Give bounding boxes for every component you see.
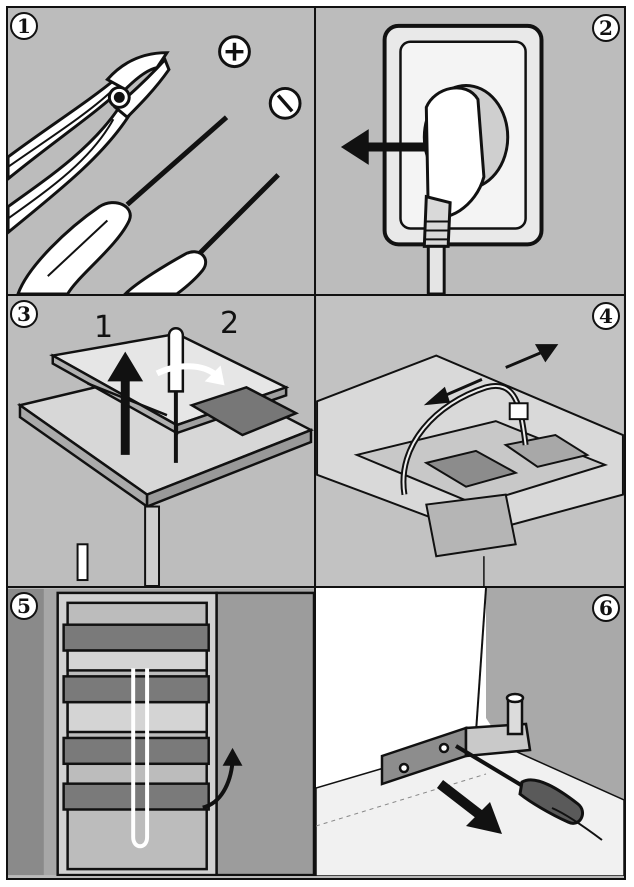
phillips-screwdriver-icon: [16, 115, 229, 294]
substep-label-1: 1: [94, 310, 114, 345]
hinge-cover-icon: [316, 354, 624, 558]
bottom-hinge-illustration: [316, 588, 624, 876]
flathead-symbol-icon: [268, 86, 302, 120]
screwdriver-icon: [167, 327, 185, 463]
rotate-arrow-icon: [155, 363, 225, 386]
hinge-plate-icon: [17, 332, 314, 509]
flathead-screwdriver-icon: [123, 173, 280, 294]
step-4-number: 4: [592, 302, 620, 330]
pliers-icon: [8, 51, 171, 235]
unplug-illustration: [317, 8, 623, 294]
hinge-cover-slide-illustration: [316, 296, 624, 586]
step-1-number: 1: [10, 12, 38, 40]
hinge-cover-removal-illustration: [8, 296, 314, 586]
arrow-up-icon: [107, 351, 144, 455]
step-4-panel: 4: [316, 296, 624, 588]
step-6-panel: 6: [316, 588, 624, 876]
door-shelves-illustration: [8, 588, 314, 876]
bottom-hinge-icon: [380, 692, 532, 786]
step-6-number: 6: [592, 594, 620, 622]
arrow-left-icon: [340, 129, 427, 165]
step-3-panel: 3 1 2: [8, 296, 316, 588]
step-3-number: 3: [10, 300, 38, 328]
plug-icon: [422, 86, 486, 294]
step-5-number: 5: [10, 592, 38, 620]
double-arrow-icon: [423, 344, 559, 406]
arrow-down-right-icon: [436, 780, 502, 834]
instruction-sheet: 1: [6, 6, 626, 880]
step-1-panel: 1: [8, 8, 316, 296]
phillips-symbol-icon: [218, 35, 251, 69]
curved-arrow-icon: [202, 747, 243, 810]
substep-label-2: 2: [220, 306, 240, 341]
tools-illustration: [8, 8, 314, 294]
door-shelves-icon: [56, 591, 314, 876]
screwdriver-icon: [454, 744, 603, 841]
step-5-panel: 5: [8, 588, 316, 876]
step-2-panel: 2: [316, 8, 624, 296]
step-2-number: 2: [592, 14, 620, 42]
